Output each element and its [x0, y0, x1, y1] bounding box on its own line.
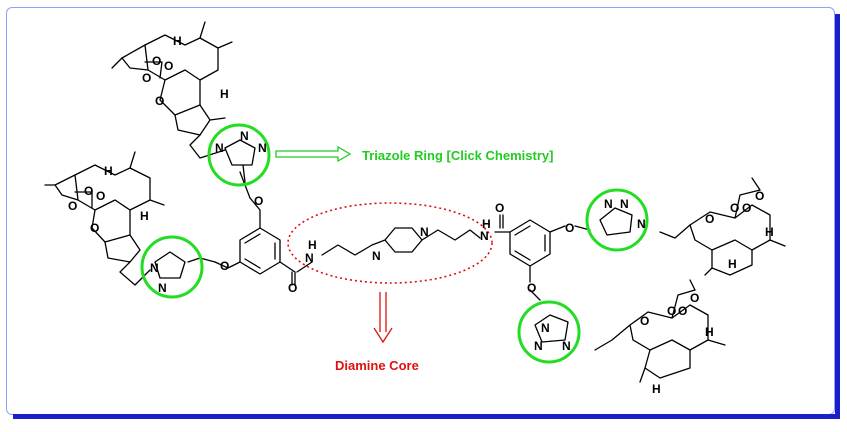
triazole-highlight-right-upper [585, 188, 649, 252]
atom-h: H [652, 382, 661, 396]
artemisinin-unit-right-lower [594, 279, 726, 383]
artemisinin-unit-top-left [111, 21, 233, 159]
atom-labels: H O O O O H N N N O H O O O O H N N O O … [68, 34, 774, 396]
atom-n: N [534, 339, 543, 353]
atom-n: N [240, 129, 249, 143]
atom-n: N [158, 281, 167, 295]
artemisinin-unit-right-upper [659, 177, 786, 276]
atom-o: O [667, 304, 676, 318]
triazole-ring-top [224, 139, 256, 183]
atom-o: O [565, 221, 574, 235]
atom-o: O [690, 291, 699, 305]
diamine-arrow [373, 292, 393, 344]
triazole-ring-right-upper [599, 207, 633, 236]
diamine-label: Diamine Core [335, 358, 419, 373]
triazole-highlight-left [140, 235, 204, 299]
atom-h: H [104, 164, 113, 178]
atom-n: N [305, 251, 314, 265]
atom-o: O [220, 259, 229, 273]
figure-frame [6, 7, 835, 415]
atom-o: O [254, 194, 263, 208]
atom-o: O [152, 54, 161, 68]
atom-o: O [288, 281, 297, 295]
atom-n: N [604, 197, 613, 211]
atom-o: O [68, 199, 77, 213]
atom-o: O [96, 189, 105, 203]
atom-o: O [742, 201, 751, 215]
atom-n: N [637, 217, 646, 231]
atom-n: N [258, 141, 267, 155]
benzene-left [187, 171, 313, 286]
atom-n: N [420, 225, 429, 239]
atom-o: O [155, 94, 164, 108]
benzene-right [494, 214, 591, 301]
atom-o: O [84, 184, 93, 198]
triazole-highlight-right-lower [517, 300, 581, 364]
atom-o: O [705, 212, 714, 226]
atom-h: H [140, 209, 149, 223]
atom-n: N [480, 229, 489, 243]
triazole-arrow [275, 145, 352, 163]
atom-n: N [215, 141, 224, 155]
atom-o: O [640, 314, 649, 328]
atom-o: O [164, 59, 173, 73]
atom-o: O [527, 281, 536, 295]
atom-h: H [173, 34, 182, 48]
atom-h: H [220, 87, 229, 101]
triazole-ring-right-lower [534, 314, 569, 343]
frame-shadow-right [835, 14, 840, 418]
atom-o: O [730, 201, 739, 215]
atom-h: H [482, 217, 491, 231]
triazole-highlight-top [207, 123, 271, 187]
atom-n: N [620, 197, 629, 211]
atom-o: O [678, 304, 687, 318]
diamine-core [321, 227, 481, 256]
atom-n: N [372, 249, 381, 263]
atom-o: O [495, 201, 504, 215]
diamine-core-highlight [287, 202, 493, 284]
atom-h: H [728, 257, 737, 271]
atom-o: O [142, 71, 151, 85]
atom-h: H [765, 225, 774, 239]
atom-n: N [562, 339, 571, 353]
atom-n: N [150, 261, 159, 275]
frame-shadow-bottom [13, 414, 840, 419]
triazole-label: Triazole Ring [Click Chemistry] [362, 148, 553, 163]
atom-h: H [308, 238, 317, 252]
atom-o: O [755, 189, 764, 203]
atom-h: H [705, 325, 714, 339]
triazole-ring-left [154, 251, 186, 279]
atom-n: N [541, 321, 550, 335]
atom-o: O [90, 221, 99, 235]
